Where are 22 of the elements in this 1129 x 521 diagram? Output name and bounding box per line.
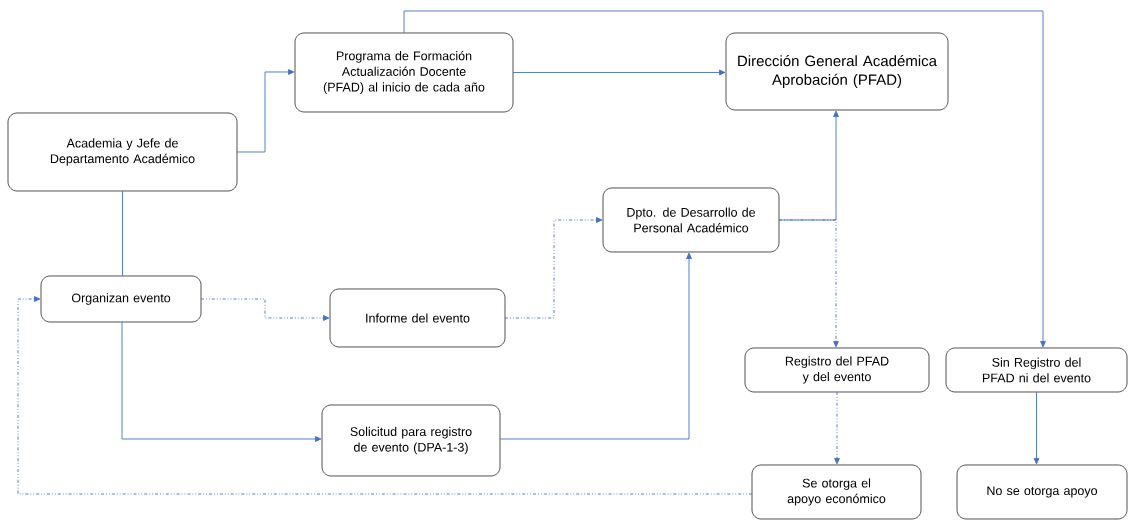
arrow xyxy=(1033,391,1040,465)
process-box: No se otorga apoyo xyxy=(956,464,1128,520)
arrow xyxy=(512,69,726,76)
arrow xyxy=(403,10,1046,348)
process-box: Programa de Formación Actualización Docente (PFAD) al inicio de cada año xyxy=(294,32,514,113)
process-box: Informe del evento xyxy=(329,288,506,348)
arrow xyxy=(200,298,330,321)
process-box: Dirección General Académica Aprobación (PFAD) xyxy=(725,32,949,111)
arrow xyxy=(499,252,692,440)
arrow xyxy=(778,219,839,348)
arrow xyxy=(236,69,295,153)
process-box: Sin Registro del PFAD ni del evento xyxy=(945,347,1128,393)
process-box: Registro del PFAD y del evento xyxy=(744,347,930,393)
process-box: Se otorga el apoyo económico xyxy=(751,464,922,520)
process-box: Dpto. de Desarrollo de Personal Académico xyxy=(602,187,780,253)
arrow xyxy=(121,321,322,442)
arrow xyxy=(834,391,840,465)
process-box: Organizan evento xyxy=(40,275,202,323)
arrow xyxy=(504,217,603,319)
arrow xyxy=(17,296,753,495)
process-box: Solicitud para registro de evento (DPA-1-3) xyxy=(321,404,501,477)
process-box: Academia y Jefe de Departamento Académico xyxy=(7,112,238,192)
